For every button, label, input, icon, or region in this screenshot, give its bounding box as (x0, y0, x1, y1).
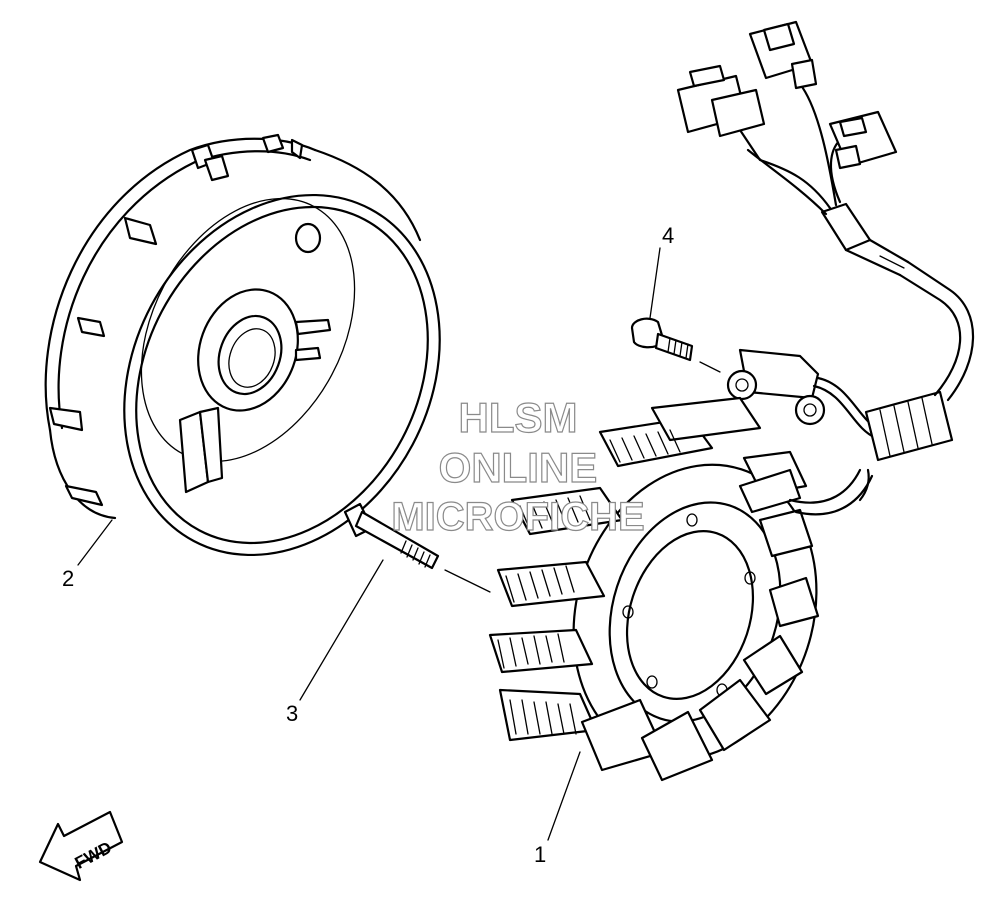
watermark-line-1: HLSM (459, 394, 578, 441)
rotor-assembly: 2 (44, 133, 441, 591)
callout-4: 4 (662, 223, 674, 248)
watermark-line-3: MICROFICHE (391, 495, 644, 539)
stator-assembly: 1 (488, 396, 874, 867)
fwd-direction-badge: FWD (38, 810, 124, 882)
callout-2: 2 (62, 566, 74, 591)
callout-3: 3 (286, 701, 298, 726)
watermark-line-2: ONLINE (439, 444, 598, 491)
bolt-4: 4 (630, 223, 721, 373)
watermark: HLSM ONLINE MICROFICHE (391, 393, 646, 539)
wire-harness (676, 20, 975, 502)
pickup-sensor (726, 348, 882, 440)
callout-1: 1 (534, 842, 546, 867)
bolt-3: 3 (286, 502, 491, 726)
